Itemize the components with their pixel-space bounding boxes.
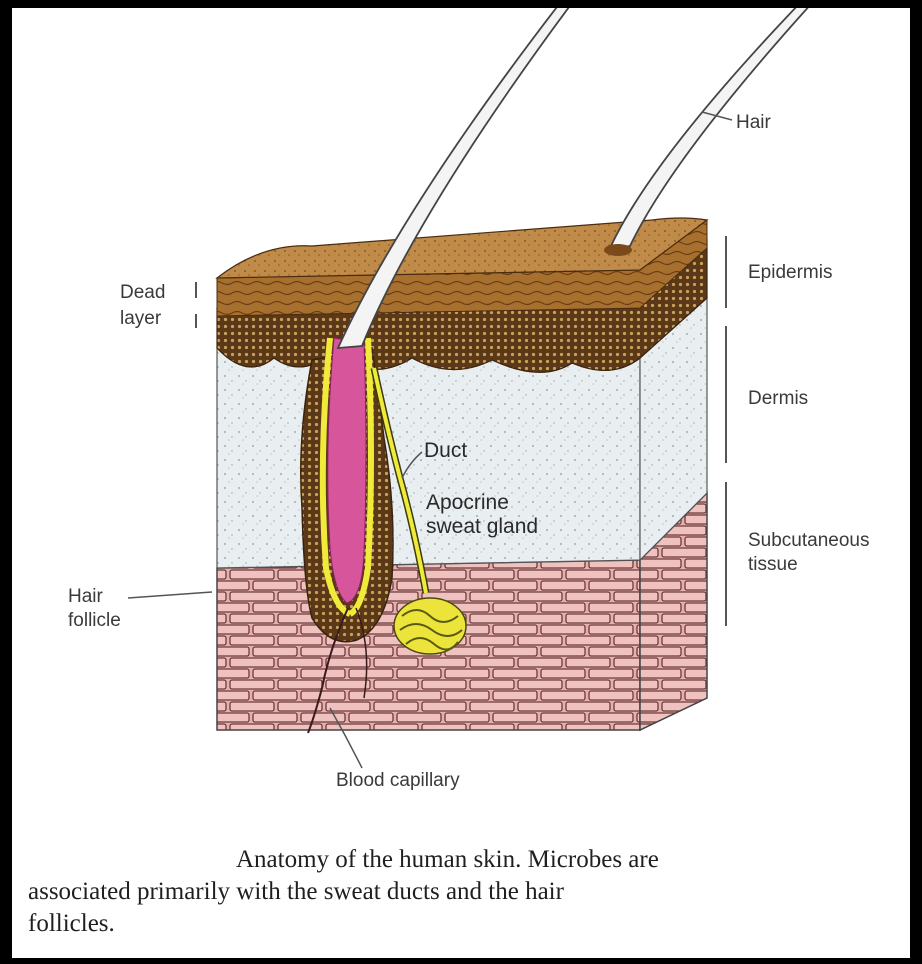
caption-line-2: associated primarily with the sweat duct… <box>28 876 888 908</box>
apocrine-gland <box>394 598 466 654</box>
label-subcutaneous-1: Subcutaneous <box>748 530 870 552</box>
label-epidermis: Epidermis <box>748 262 832 284</box>
follicle-inner <box>328 338 366 603</box>
label-subcutaneous-2: tissue <box>748 554 798 576</box>
label-follicle-2: follicle <box>68 610 121 632</box>
diagram-panel: Hair Epidermis Dermis Subcutaneous tissu… <box>12 8 910 958</box>
label-dead-1: Dead <box>120 282 165 304</box>
caption-line-1: Anatomy of the human skin. Microbes are <box>28 844 888 876</box>
label-blood-capillary: Blood capillary <box>336 770 460 792</box>
label-hair: Hair <box>736 112 771 134</box>
figure-caption: Anatomy of the human skin. Microbes are … <box>28 844 888 940</box>
label-duct: Duct <box>424 440 467 462</box>
follicle-leader <box>128 592 212 598</box>
skin-anatomy-diagram <box>12 8 910 958</box>
label-dermis: Dermis <box>748 388 808 410</box>
label-follicle-1: Hair <box>68 586 103 608</box>
hair-shaft-right <box>610 8 812 248</box>
caption-line-3: follicles. <box>28 908 888 940</box>
label-apocrine-2: sweat gland <box>426 516 538 538</box>
label-apocrine-1: Apocrine <box>426 492 509 514</box>
label-dead-2: layer <box>120 308 161 330</box>
